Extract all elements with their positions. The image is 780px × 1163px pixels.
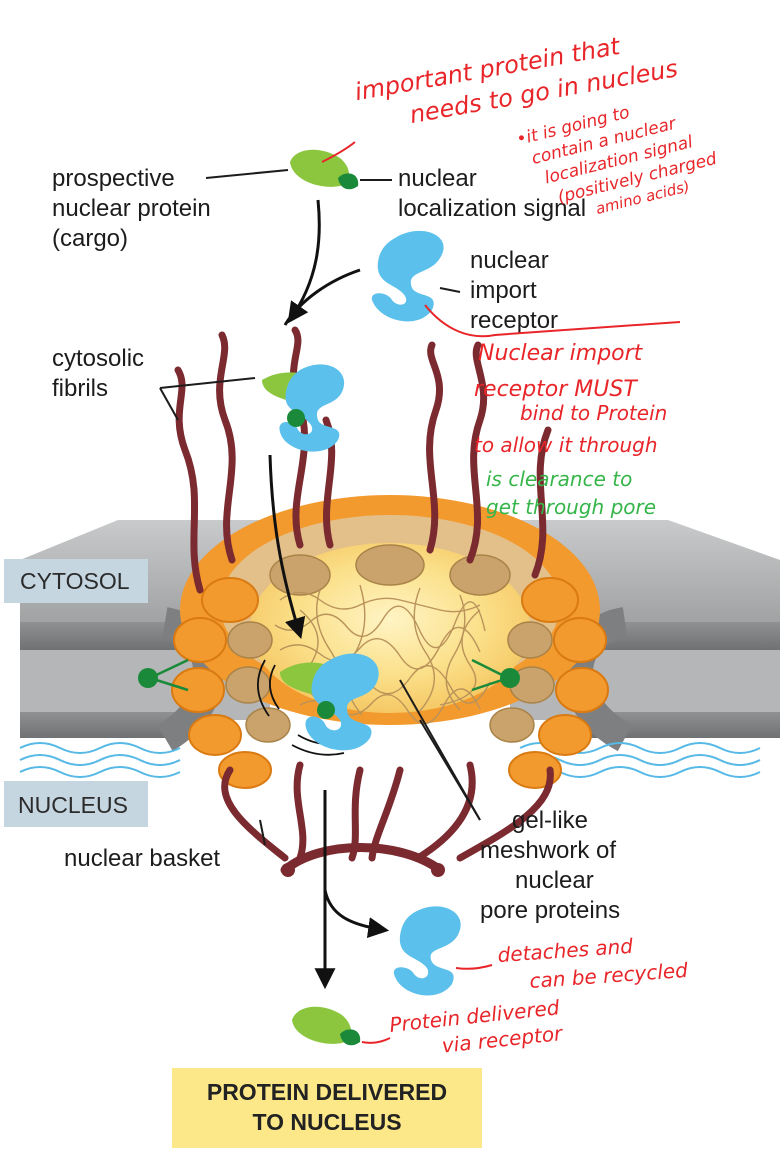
- cargo-protein-delivered: [292, 1006, 361, 1046]
- receptor-line2: import: [470, 277, 537, 304]
- note5-line1: detaches and: [497, 934, 634, 967]
- delivered-line2: TO NUCLEUS: [252, 1109, 401, 1135]
- cargo-protein-top: [290, 149, 359, 190]
- anchor-pin-right: [471, 658, 520, 692]
- label-fibrils: cytosolic fibrils: [52, 345, 144, 402]
- handwritten-note-clearance: is clearance to get through pore: [486, 467, 656, 519]
- gel-line1: gel-like: [512, 807, 588, 834]
- prospective-line3: (cargo): [52, 225, 128, 252]
- leader-lines: [159, 169, 481, 846]
- note3-line3: bind to Protein: [520, 401, 667, 425]
- label-receptor: nuclear import receptor: [470, 247, 558, 334]
- label-nuclear-basket: nuclear basket: [64, 845, 220, 872]
- fibrils-line1: cytosolic: [52, 345, 144, 372]
- cargo-receptor-complex: [262, 364, 345, 452]
- note4-line2: get through pore: [486, 495, 656, 519]
- cytosol-label-box: CYTOSOL: [4, 559, 148, 603]
- nls-line2: localization signal: [398, 195, 586, 222]
- prospective-line2: nuclear protein: [52, 195, 211, 222]
- receptor-line1: nuclear: [470, 247, 549, 274]
- nls-line1: nuclear: [398, 165, 477, 192]
- gel-line3: nuclear: [515, 867, 594, 894]
- import-receptor-top: [371, 230, 444, 322]
- label-nls: nuclear localization signal: [398, 165, 586, 222]
- receptor-line3: receptor: [470, 307, 558, 334]
- pathway-arrows: [268, 199, 390, 990]
- nucleus-label-box: NUCLEUS: [4, 781, 148, 827]
- anchor-pin-left: [138, 658, 189, 692]
- prospective-line1: prospective: [52, 165, 175, 192]
- import-receptor-released: [393, 906, 461, 996]
- handwritten-note-receptor: Nuclear import receptor MUST bind to Pro…: [474, 341, 667, 457]
- handwritten-note-delivered: Protein delivered via receptor: [388, 995, 565, 1057]
- label-gel-meshwork: gel-like meshwork of nuclear pore protei…: [480, 807, 620, 924]
- cargo-receptor-in-pore: [280, 653, 379, 751]
- label-prospective-protein: prospective nuclear protein (cargo): [52, 165, 211, 252]
- note4-line1: is clearance to: [486, 467, 632, 491]
- cytosol-label: CYTOSOL: [20, 568, 130, 594]
- nuclear-basket: [221, 761, 554, 877]
- gel-line2: meshwork of: [480, 837, 616, 864]
- handwritten-note-recycled: detaches and can be recycled: [497, 934, 689, 993]
- note3-line2: receptor MUST: [474, 377, 638, 402]
- note3-line4: to allow it through: [474, 433, 658, 457]
- fibrils-line2: fibrils: [52, 375, 108, 402]
- delivered-line1: PROTEIN DELIVERED: [207, 1079, 447, 1105]
- note3-line1: Nuclear import: [478, 341, 644, 366]
- gel-line4: pore proteins: [480, 897, 620, 924]
- delivered-box: PROTEIN DELIVERED TO NUCLEUS: [172, 1068, 482, 1148]
- nucleus-label: NUCLEUS: [18, 792, 128, 818]
